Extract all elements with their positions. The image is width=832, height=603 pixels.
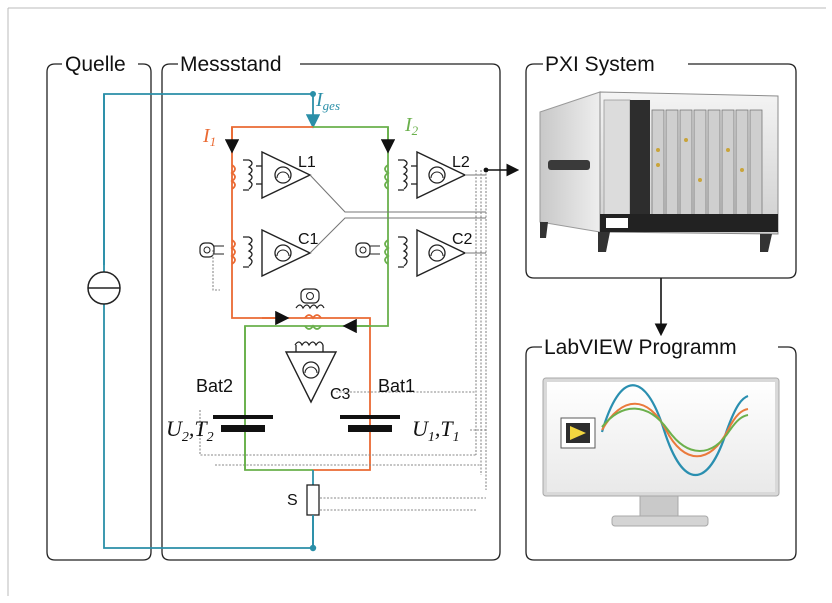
sensor-l2: L2: [398, 150, 470, 200]
sensor-c2: C2: [398, 228, 473, 278]
label-shunt: S: [287, 492, 298, 509]
branch-i1-wires: [224, 126, 371, 471]
quelle-title: Quelle: [65, 53, 126, 76]
wave-blue: [600, 384, 749, 476]
messstand-title: Messstand: [180, 53, 282, 76]
messstand-box: Messstand: [161, 53, 501, 561]
label-bat2: Bat2: [196, 376, 233, 396]
battery-bat2: Bat2: [196, 326, 273, 470]
sensor-l1: L1: [243, 150, 316, 200]
sensor-c1: C1: [243, 228, 319, 278]
wave-green: [601, 407, 749, 452]
label-l1: L1: [298, 154, 316, 171]
coil-c3-green: [304, 324, 322, 330]
image-border: [7, 7, 826, 596]
current-label-i2: I2: [404, 114, 419, 138]
shunt-s: S: [287, 484, 320, 548]
sensor-c3: C3: [284, 341, 351, 404]
quelle-box: Quelle: [46, 53, 152, 561]
measure-label-bat1: U1,T1: [412, 416, 460, 445]
temp-sensor-right: [355, 242, 380, 258]
current-source: [87, 271, 121, 305]
labview-box: LabVIEW Programm: [525, 336, 797, 561]
pxi-chassis-image: [539, 91, 779, 252]
current-label-i1: I1: [202, 125, 216, 149]
label-c1: C1: [298, 231, 319, 248]
signal-lines: [199, 170, 487, 511]
measure-label-bat2: U2,T2: [166, 416, 214, 445]
wave-orange: [601, 402, 749, 458]
label-c3: C3: [330, 386, 351, 403]
temp-sensor-left: [199, 242, 224, 258]
labview-monitor-image: [542, 377, 780, 527]
pxi-connection-arrow: [483, 163, 520, 177]
pxi-system-title: PXI System: [545, 53, 655, 76]
label-bat1: Bat1: [378, 376, 415, 396]
label-l2: L2: [452, 154, 470, 171]
labview-title: LabVIEW Programm: [544, 336, 737, 359]
coil-c3: [304, 314, 322, 320]
coil-i2-l2: [384, 164, 390, 190]
coil-i1-c1: [230, 239, 236, 265]
junction-top: [310, 91, 316, 97]
temp-sensor-center: [295, 288, 325, 310]
labview-vi-icon: [560, 417, 596, 449]
coil-i1-l1: [230, 164, 236, 190]
battery-bat1: Bat1: [340, 376, 415, 432]
current-label-total: Iges: [315, 89, 340, 113]
coil-i2-c2: [384, 239, 390, 265]
branch-i2-wires: [244, 126, 396, 471]
label-c2: C2: [452, 231, 473, 248]
